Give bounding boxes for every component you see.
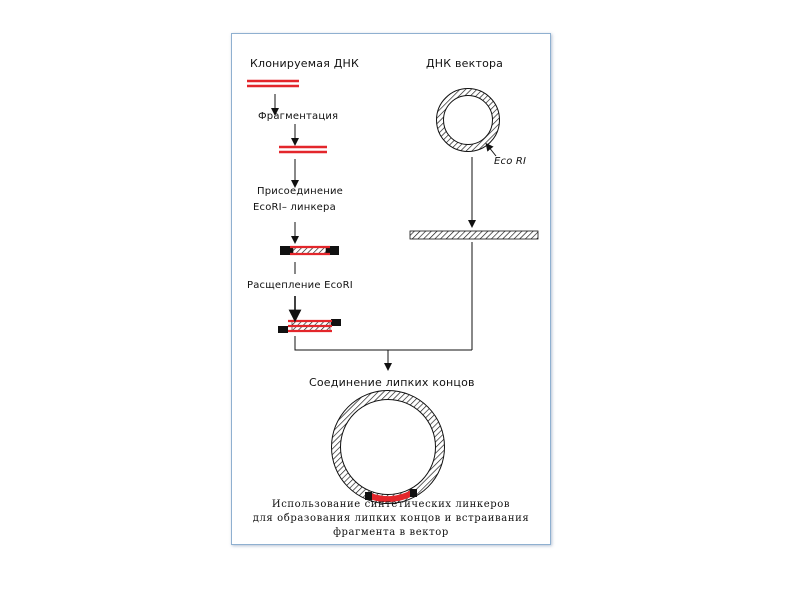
label-cleavage: Расщепление EcoRI <box>247 280 353 291</box>
recombinant-plasmid <box>331 390 445 504</box>
caption-line-1: Использование синтетических линкеров <box>271 499 511 510</box>
fragment-with-linkers <box>280 245 339 256</box>
cleaved-fragment <box>278 319 341 333</box>
label-attach-line2: EcoRI– линкера <box>253 202 336 213</box>
caption-line-3: фрагмента в вектор <box>333 527 449 538</box>
cloned-dna-strands <box>247 79 299 88</box>
join-lines <box>294 336 472 351</box>
arrow-ecori-site <box>485 142 497 157</box>
vector-plasmid <box>436 88 500 152</box>
label-sticky-join: Соединение липких концов <box>309 376 475 389</box>
label-fragmentation: Фрагментация <box>258 111 339 122</box>
linear-vector <box>409 230 539 240</box>
figure-frame: Клонируемая ДНК ДНК вектора Фрагментация… <box>231 33 551 545</box>
diagram-canvas <box>247 79 539 504</box>
caption-line-2: для образования липких концов и встраива… <box>252 513 530 524</box>
label-vector-dna: ДНК вектора <box>426 57 504 70</box>
label-attach-line1: Присоединение <box>257 186 344 197</box>
label-cloned-dna: Клонируемая ДНК <box>250 57 359 70</box>
label-ecori-site: Eco RI <box>494 156 527 167</box>
dna-fragment <box>279 145 327 154</box>
